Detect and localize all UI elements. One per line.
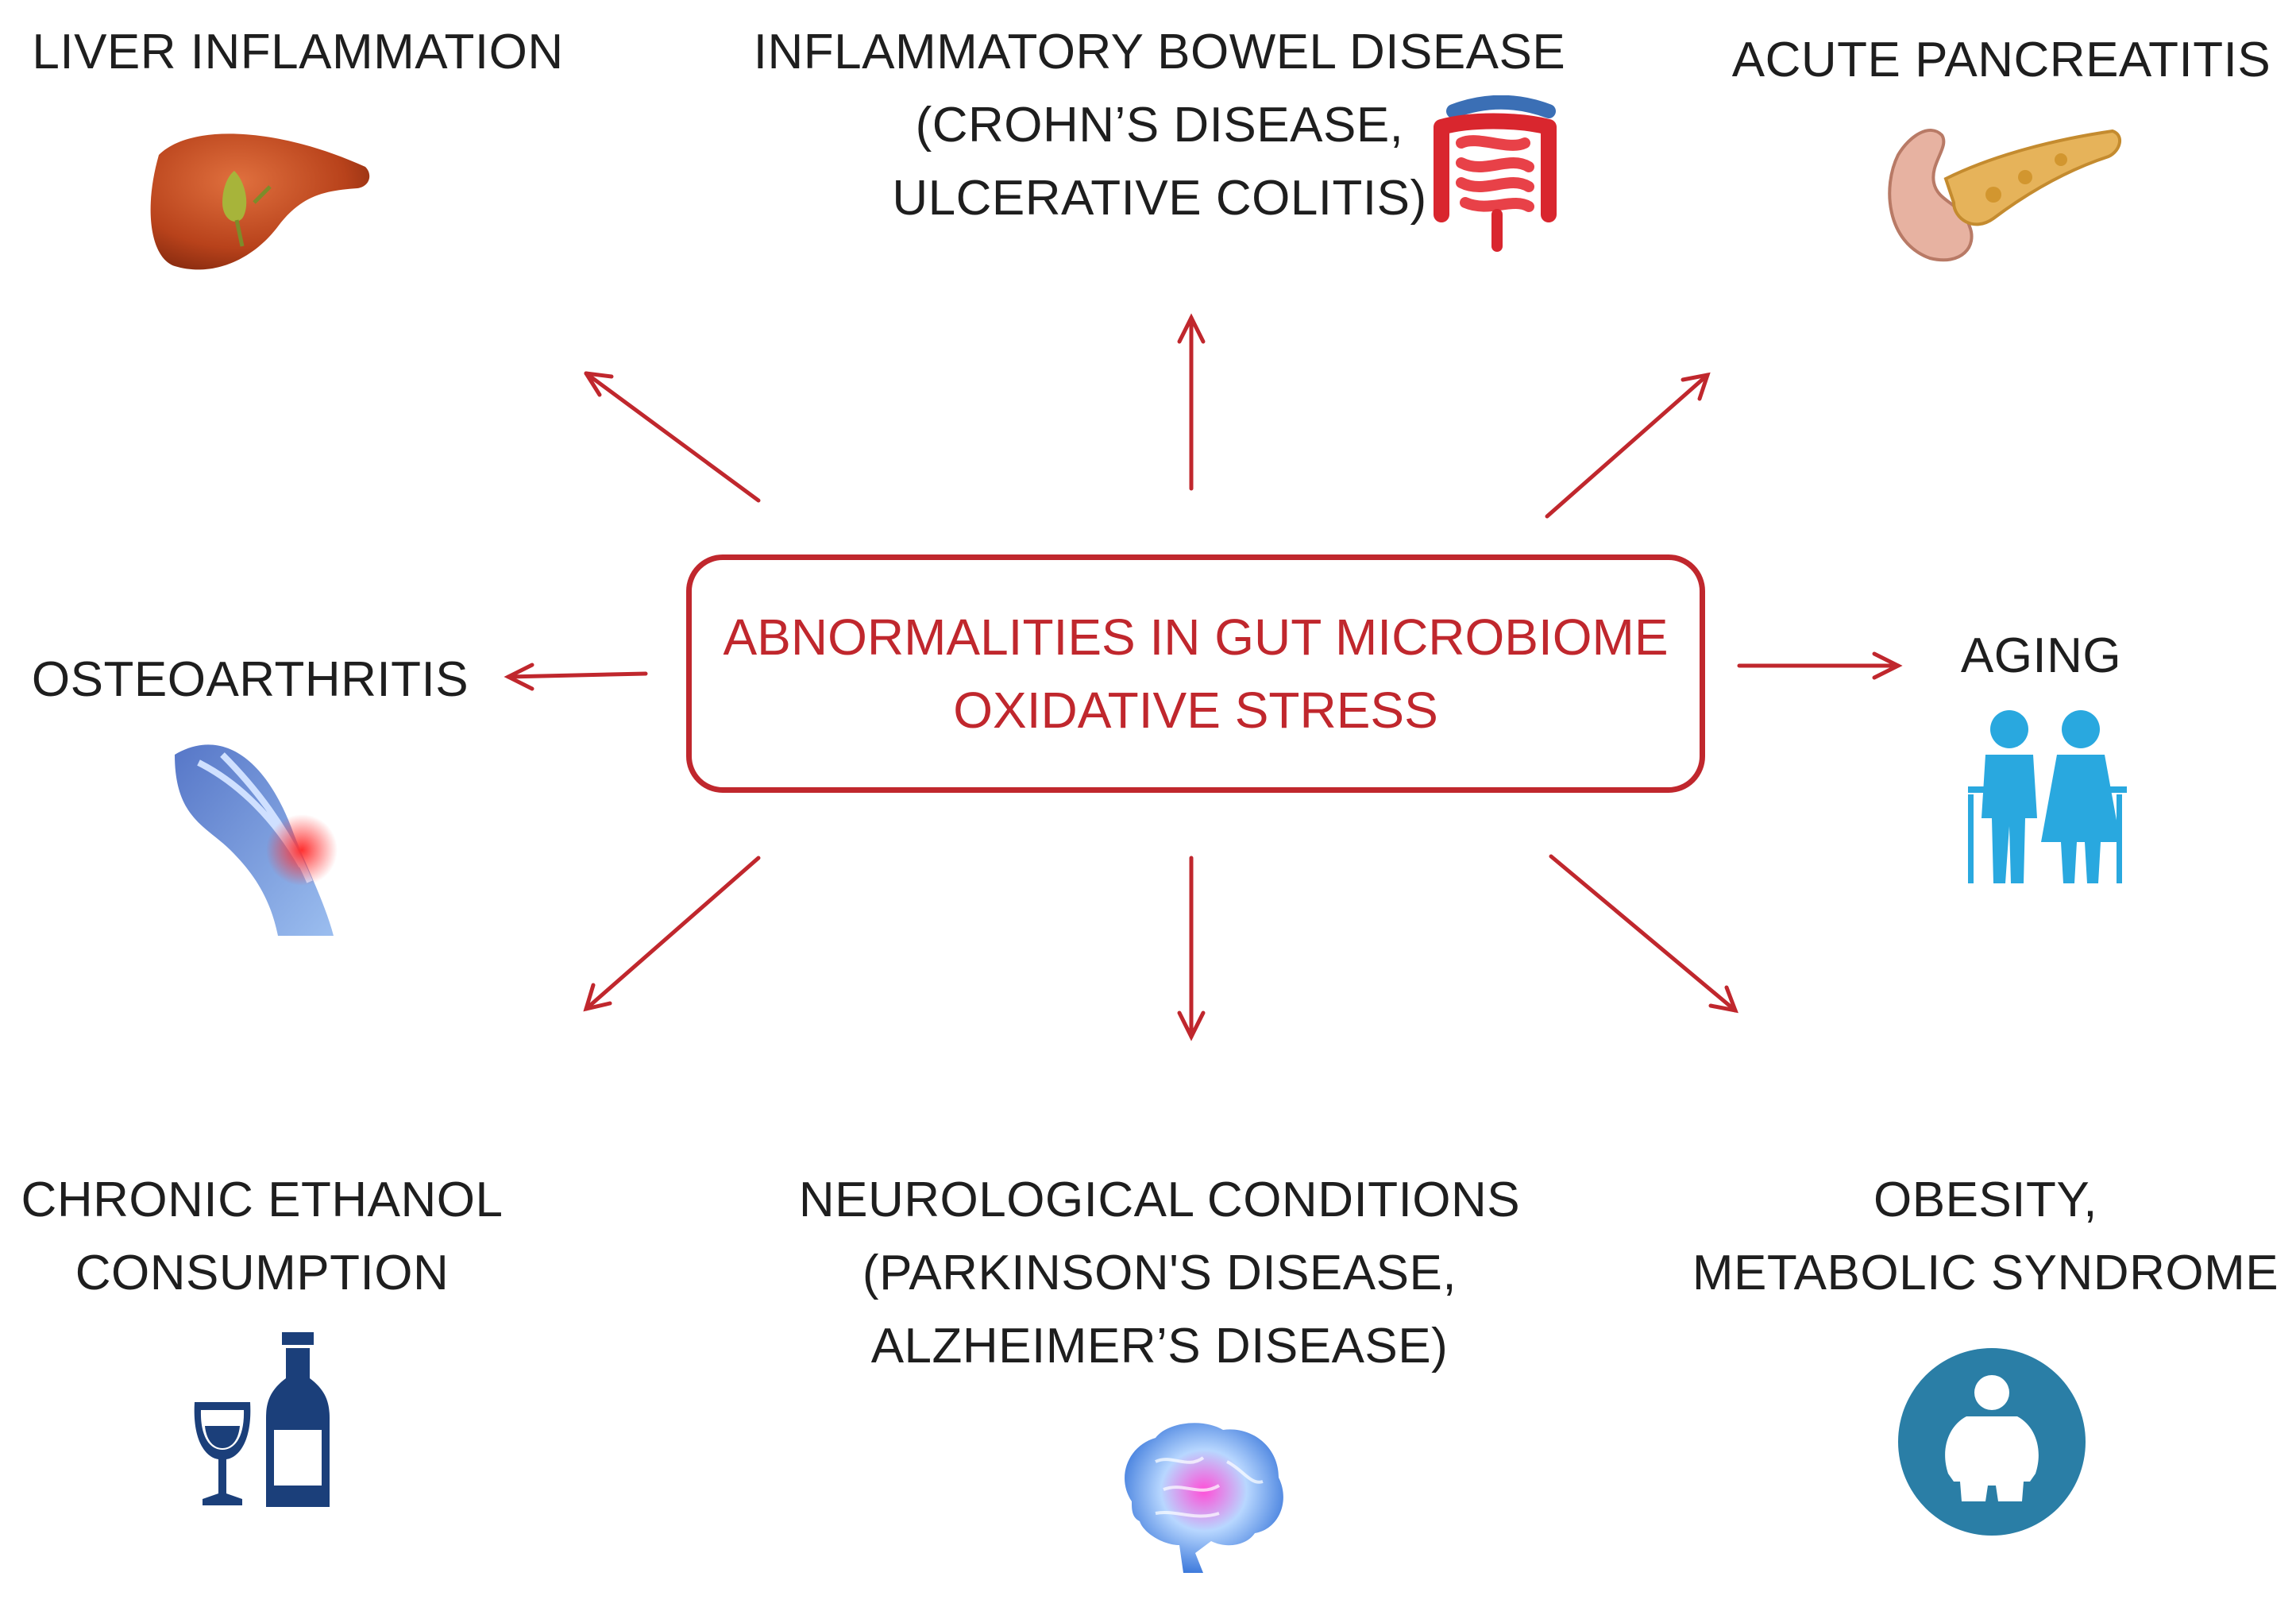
arrow-to-aging <box>1737 651 1903 680</box>
neuro-label-line-3: ALZHEIMER’S DISEASE) <box>870 1319 1449 1374</box>
obesity-label-line-2: METABOLIC SYNDROME <box>1692 1246 2279 1300</box>
ibd-label-line-1: INFLAMMATORY BOWEL DISEASE <box>753 25 1566 79</box>
arrow-to-ethanol <box>583 856 761 1012</box>
arrow-to-osteoarthritis <box>504 663 648 691</box>
central-cause-box: ABNORMALITIES IN GUT MICROBIOME OXIDATIV… <box>686 554 1705 793</box>
arrow-to-pancreatitis <box>1545 372 1711 519</box>
label-acute-pancreatitis: ACUTE PANCREATITIS <box>1723 24 2279 97</box>
label-aging: AGING <box>1930 620 2152 693</box>
ethanol-label-line-2: CONSUMPTION <box>75 1246 450 1300</box>
label-chronic-ethanol-consumption: CHRONIC ETHANOL CONSUMPTION <box>8 1164 516 1310</box>
arrow-to-neuro <box>1177 856 1206 1041</box>
pancreatitis-label-line-1: ACUTE PANCREATITIS <box>1731 33 2271 87</box>
label-inflammatory-bowel-disease: INFLAMMATORY BOWEL DISEASE (CROHN’S DISE… <box>739 16 1580 235</box>
liver-icon <box>150 133 370 270</box>
arrow-to-liver <box>584 371 761 503</box>
pancreas-icon <box>1888 129 2121 262</box>
obese-person-icon <box>1898 1348 2086 1536</box>
arrow-to-ibd <box>1177 313 1206 491</box>
label-osteoarthritis: OSTEOARTHRITIS <box>16 643 484 717</box>
intestine-icon <box>1434 95 1557 252</box>
wine-bottle-glass-icon <box>194 1332 330 1507</box>
obesity-label-line-1: OBESITY, <box>1873 1173 2097 1227</box>
central-line-2: OXIDATIVE STRESS <box>953 682 1438 739</box>
ibd-label-line-3: ULCERATIVE COLITIS) <box>892 171 1427 226</box>
neuro-label-line-1: NEUROLOGICAL CONDITIONS <box>798 1173 1521 1227</box>
central-line-1: ABNORMALITIES IN GUT MICROBIOME <box>723 609 1669 666</box>
arrow-to-obesity <box>1549 854 1738 1014</box>
osteoarthritis-label-line-1: OSTEOARTHRITIS <box>31 652 469 707</box>
aging-label-line-1: AGING <box>1960 628 2122 683</box>
knee-joint-icon <box>175 744 338 936</box>
label-obesity-metabolic-syndrome: OBESITY, METABOLIC SYNDROME <box>1684 1164 2287 1310</box>
ethanol-label-line-1: CHRONIC ETHANOL <box>21 1173 504 1227</box>
liver-label-line-1: LIVER INFLAMMATION <box>32 25 564 79</box>
brain-icon <box>1125 1423 1283 1573</box>
label-neurological-conditions: NEUROLOGICAL CONDITIONS (PARKINSON'S DIS… <box>770 1164 1549 1383</box>
ibd-label-line-2: (CROHN’S DISEASE, <box>915 98 1404 153</box>
label-liver-inflammation: LIVER INFLAMMATION <box>8 16 588 89</box>
elderly-couple-icon <box>1968 710 2127 883</box>
neuro-label-line-2: (PARKINSON'S DISEASE, <box>862 1246 1457 1300</box>
